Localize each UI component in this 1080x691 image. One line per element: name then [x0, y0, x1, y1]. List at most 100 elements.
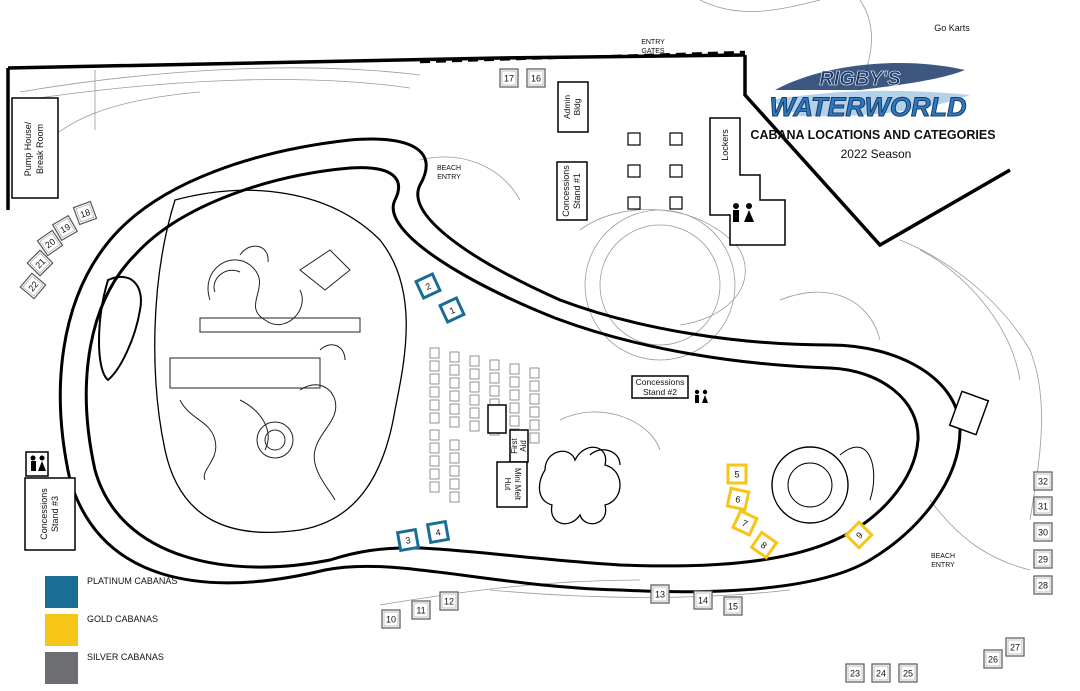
cabana-13-box — [650, 584, 670, 604]
cabana-4: 4 — [425, 519, 451, 545]
cabana-20-box — [36, 229, 64, 257]
cabana-27: 27 — [1005, 637, 1025, 657]
park-perimeter — [6, 53, 1011, 248]
cabana-20-number: 20 — [43, 236, 57, 250]
cabana-6-box — [725, 486, 751, 512]
cabana-19-box — [51, 214, 79, 242]
round-pool — [771, 446, 875, 524]
cabana-7: 7 — [731, 509, 759, 537]
cabana-14-number: 14 — [698, 596, 708, 606]
cabana-21: 21 — [26, 249, 54, 277]
cabana-7-box — [731, 509, 759, 537]
cabana-5-number: 5 — [734, 470, 739, 480]
cabana-17-number: 17 — [504, 74, 514, 84]
cabana-12: 12 — [439, 591, 459, 611]
cabana-14-box — [693, 590, 713, 610]
cabana-14: 14 — [693, 590, 713, 610]
cabana-28: 28 — [1033, 575, 1053, 595]
cabana-26: 26 — [983, 649, 1003, 669]
place-labels: Go Karts ENTRY GATES Pump House/ Break R… — [23, 23, 970, 569]
beach-entry-top-label-line2: ENTRY — [437, 174, 461, 181]
admin-label-line1: Admin — [562, 95, 572, 119]
cabana-31: 31 — [1033, 496, 1053, 516]
first-aid-label-line2: Aid — [519, 440, 528, 452]
slide-complex — [169, 245, 361, 501]
cabana-24-box — [871, 663, 891, 683]
cabana-11: 11 — [411, 600, 431, 620]
mini-melt-label-line2: Hut — [503, 478, 512, 491]
cabana-16-box — [526, 68, 546, 88]
cabana-30: 30 — [1033, 522, 1053, 542]
cabana-7-number: 7 — [740, 518, 749, 529]
cabana-2: 2 — [414, 272, 442, 300]
cabana-19-number: 19 — [58, 222, 72, 236]
cabana-20: 20 — [36, 229, 64, 257]
pump-house-building — [11, 97, 59, 199]
cabana-25-number: 25 — [903, 669, 913, 679]
cabana-9: 9 — [844, 520, 874, 550]
cabana-3: 3 — [395, 527, 421, 553]
cabana-3-box — [395, 527, 421, 553]
cabana-8: 8 — [749, 530, 779, 560]
cabana-10: 10 — [381, 609, 401, 629]
beach-entry-bottom-label-line1: BEACH — [931, 553, 955, 560]
cabana-26-box — [983, 649, 1003, 669]
first-aid-label-line1: First — [510, 437, 519, 453]
cabana-24-number: 24 — [876, 669, 886, 679]
logo: RIGBY'S WATERWORLD — [769, 62, 970, 123]
cabana-2-box — [414, 272, 442, 300]
cabana-5-box — [726, 463, 748, 485]
season-label: 2022 Season — [841, 147, 912, 161]
cabana-8-box — [749, 530, 779, 560]
concessions-1-label-line2: Stand #1 — [572, 173, 582, 209]
entry-gates-label-line2: GATES — [641, 48, 665, 55]
cabana-32-box — [1033, 471, 1053, 491]
concessions-3-label-line1: Concessions — [39, 488, 49, 540]
terrain-lines — [19, 0, 1042, 606]
mini-melt-label-line1: Mini Melt — [513, 468, 522, 501]
cabana-16: 16 — [526, 68, 546, 88]
cabana-25-box — [898, 663, 918, 683]
cabana-27-number: 27 — [1010, 643, 1020, 653]
cabana-23-box — [845, 663, 865, 683]
legend-swatch — [45, 652, 78, 684]
cabana-31-number: 31 — [1038, 502, 1048, 512]
cabana-6-number: 6 — [734, 494, 741, 505]
beach-entry-top-label-line1: BEACH — [437, 165, 461, 172]
cabana-32-number: 32 — [1038, 477, 1048, 487]
legend-swatch — [45, 614, 78, 646]
pump-house-label-line1: Pump House/ — [23, 121, 33, 176]
fence-dashed — [419, 50, 746, 64]
cabana-24: 24 — [871, 663, 891, 683]
cabana-11-box — [411, 600, 431, 620]
cabana-10-number: 10 — [386, 615, 396, 625]
cabana-5: 5 — [726, 463, 748, 485]
concessions-stand-2-building — [631, 375, 689, 399]
concessions-2-label-line2: Stand #2 — [643, 387, 677, 397]
logo-line1: RIGBY'S — [819, 68, 901, 90]
mini-melt-hut-building — [496, 461, 528, 508]
map-subtitle: CABANA LOCATIONS AND CATEGORIES — [750, 128, 995, 142]
restroom-icon — [30, 203, 754, 471]
cabana-17: 17 — [499, 68, 519, 88]
cabana-22: 22 — [19, 272, 47, 300]
lazy-river — [58, 137, 962, 594]
wave-pool — [98, 189, 407, 534]
legend-swatch — [45, 576, 78, 608]
cabana-28-box — [1033, 575, 1053, 595]
beach-entry-bottom-label-line2: ENTRY — [931, 562, 955, 569]
tables — [627, 132, 683, 210]
legend-item-platinum: PLATINUM CABANAS — [45, 576, 177, 608]
cabana-28-number: 28 — [1038, 581, 1048, 591]
cabana-8-number: 8 — [759, 540, 769, 551]
go-karts-label: Go Karts — [934, 23, 970, 33]
cabana-32: 32 — [1033, 471, 1053, 491]
cabana-1: 1 — [438, 296, 466, 324]
cabana-9-number: 9 — [854, 530, 865, 541]
pump-house-label-line2: Break Room — [35, 124, 45, 174]
cabana-4-number: 4 — [435, 527, 442, 538]
cabana-23: 23 — [845, 663, 865, 683]
